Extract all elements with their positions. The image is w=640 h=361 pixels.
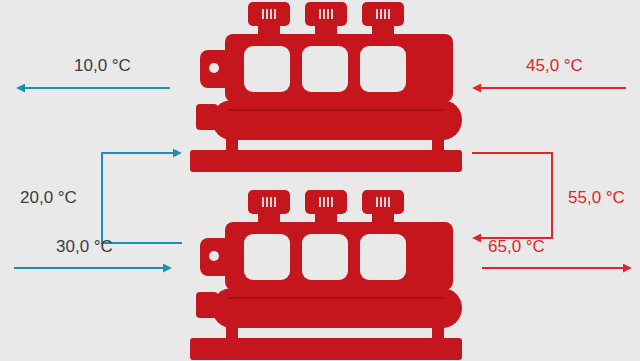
outlet-arrow	[18, 87, 170, 89]
outlet-arrow	[482, 267, 630, 269]
temperature-label: 45,0 °C	[526, 57, 583, 74]
link-arrow	[472, 153, 552, 238]
temperature-label: 30,0 °C	[56, 238, 113, 255]
upper-heat-pump	[190, 2, 462, 172]
temperature-label: 65,0 °C	[488, 238, 545, 255]
temperature-label: 10,0 °C	[74, 57, 131, 74]
lower-heat-pump	[190, 190, 462, 360]
link-arrow	[102, 153, 182, 243]
inlet-arrow	[474, 87, 626, 89]
inlet-arrow	[14, 267, 170, 269]
temperature-label: 55,0 °C	[568, 189, 625, 206]
temperature-label: 20,0 °C	[20, 189, 77, 206]
